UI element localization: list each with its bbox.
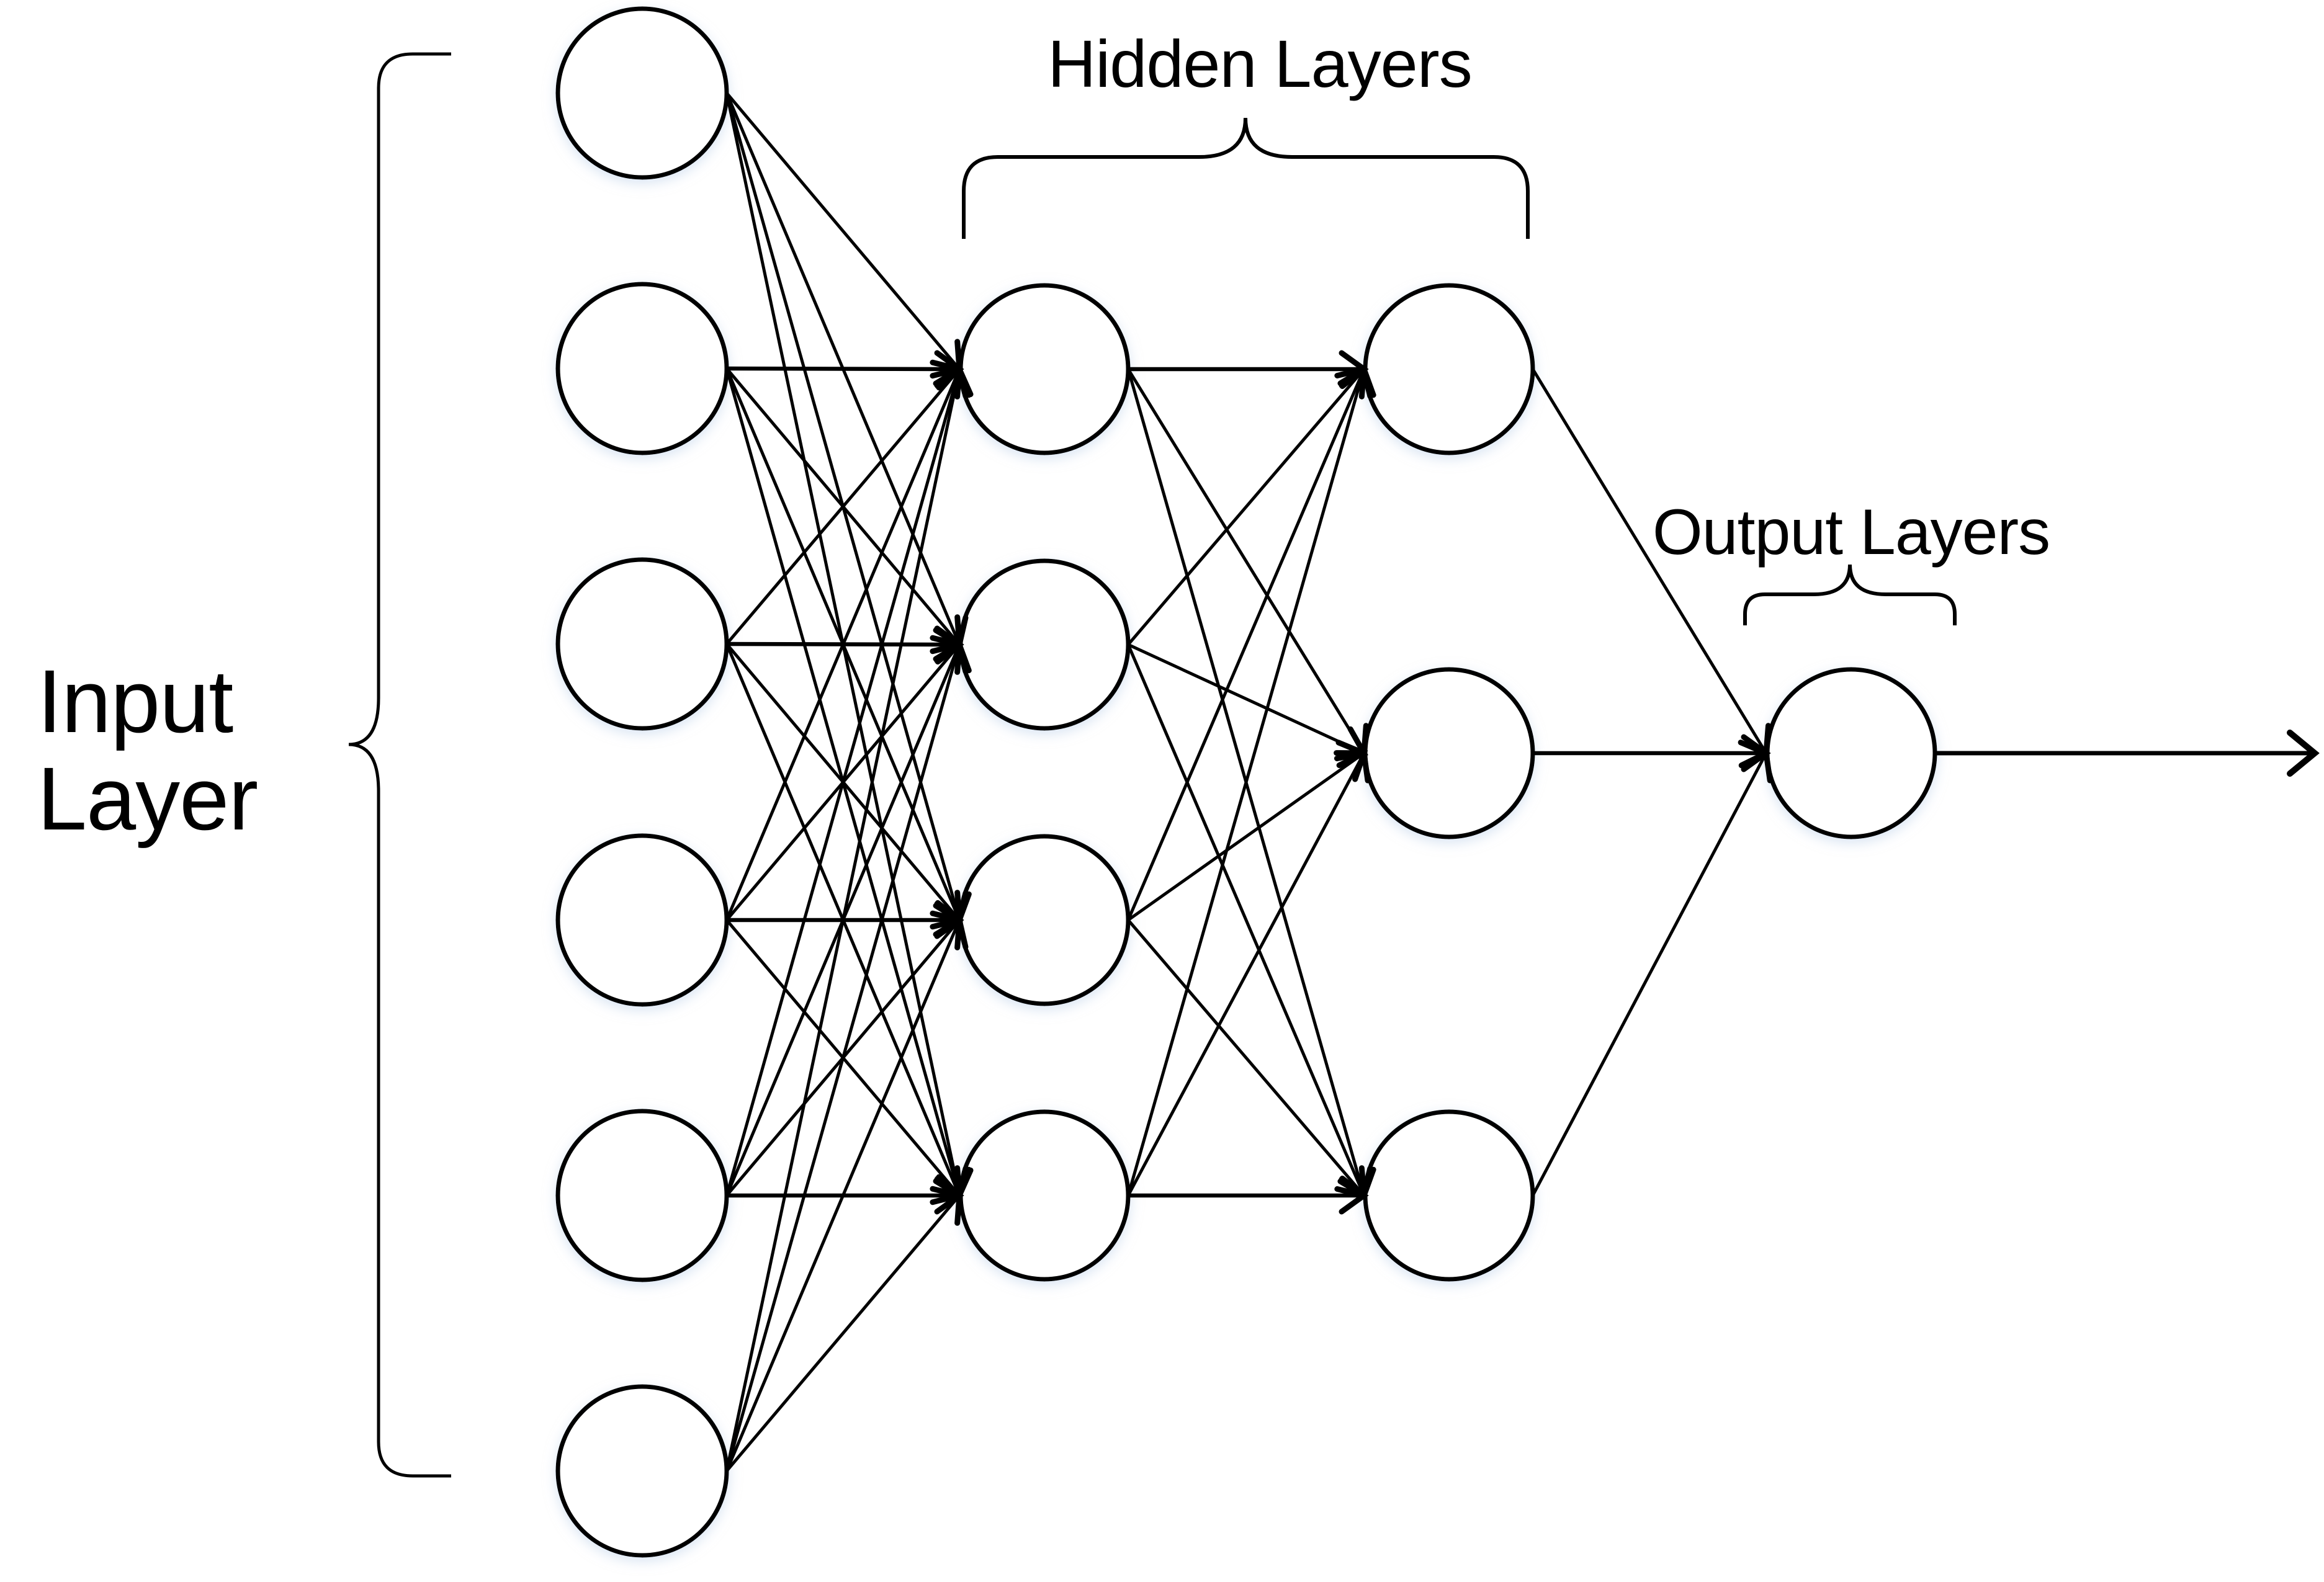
edge-hidden13-hidden22: [1127, 750, 1368, 922]
edge-hidden13-hidden21: [1126, 364, 1373, 921]
edge-hidden12-hidden21: [1127, 365, 1367, 646]
edge-input1-hidden11: [725, 92, 962, 373]
edge-input6-hidden12: [725, 640, 972, 1472]
edges-layer: [725, 92, 1773, 1472]
edge-input6-hidden13: [725, 915, 969, 1472]
output-layers-label: Output Layers: [1653, 496, 2050, 568]
edge-input4-hidden11: [725, 364, 969, 921]
input-node-4: [555, 833, 729, 1007]
hidden1-node-2: [958, 558, 1131, 731]
edge-hidden12-hidden23: [1126, 644, 1373, 1200]
input-layer-label-line2: Layer: [37, 749, 258, 849]
input-node-3: [555, 557, 729, 731]
hidden2-node-2: [1363, 667, 1535, 839]
edge-hidden13-hidden23: [1127, 919, 1367, 1199]
edge-input3-hidden11: [725, 365, 962, 645]
hidden2-node-3: [1363, 1109, 1535, 1282]
edge-hidden23-output1: [1531, 749, 1773, 1197]
output-node-1: [1765, 667, 1937, 839]
hidden2-node-1: [1363, 283, 1535, 455]
edge-hidden11-hidden22: [1126, 368, 1369, 757]
hidden-layers-label: Hidden Layers: [1048, 26, 1471, 101]
edge-input5-hidden11: [725, 364, 972, 1196]
hidden1-node-1: [958, 283, 1131, 455]
edge-input6-hidden11: [725, 364, 974, 1472]
hidden1-node-4: [958, 1109, 1131, 1282]
edge-input6-hidden14: [725, 1192, 962, 1472]
hidden-layers-brace: [962, 117, 1530, 239]
output-layers-brace: [1743, 564, 1957, 625]
edge-hidden14-hidden22: [1126, 749, 1371, 1197]
edge-hidden21-output1: [1531, 368, 1772, 757]
input-node-5: [555, 1109, 729, 1282]
input-node-1: [555, 6, 729, 180]
input-layer-brace: [348, 52, 451, 1478]
input-layer-label-line1: Input: [37, 651, 233, 751]
input-node-6: [555, 1384, 729, 1558]
input-layer-label: Input Layer: [37, 651, 258, 849]
input-node-2: [555, 282, 729, 455]
hidden1-node-3: [958, 834, 1131, 1006]
generated-layer: [348, 6, 2320, 1558]
edge-hidden12-hidden22: [1127, 643, 1368, 762]
edge-hidden14-hidden21: [1126, 364, 1376, 1196]
